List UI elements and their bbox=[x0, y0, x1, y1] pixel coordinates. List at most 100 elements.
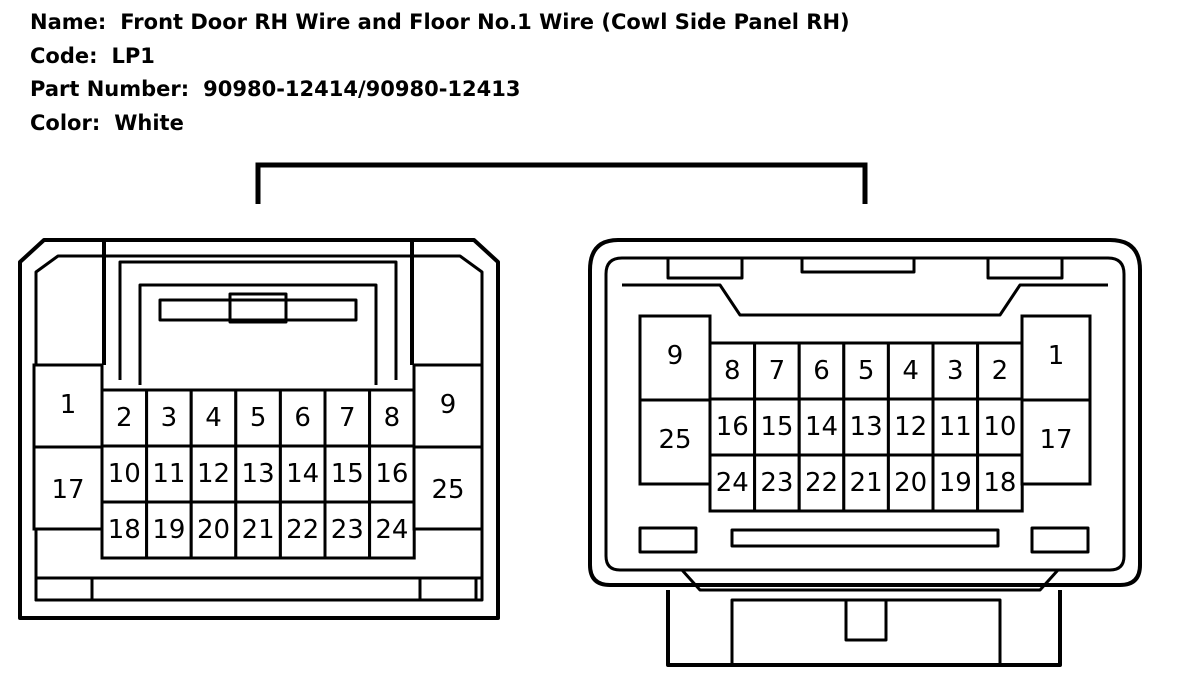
right-pin-label-1: 1 bbox=[1048, 341, 1065, 371]
right-pin-cell-25 bbox=[638, 398, 712, 486]
left-connector-housing bbox=[18, 238, 500, 620]
left-pin-label-3: 3 bbox=[161, 403, 178, 433]
right-slot-right bbox=[986, 256, 1064, 280]
left-pin-label-18: 18 bbox=[108, 515, 141, 545]
right-pin-label-13: 13 bbox=[850, 412, 883, 442]
left-foot-right bbox=[418, 576, 478, 602]
left-pin-label-5: 5 bbox=[250, 403, 267, 433]
right-pin-label-25: 25 bbox=[658, 425, 691, 455]
right-corner-left bbox=[638, 526, 698, 554]
right-release-inner bbox=[730, 598, 1002, 665]
right-pin-label-18: 18 bbox=[983, 468, 1016, 498]
mating-bracket bbox=[255, 162, 868, 204]
left-pin-label-16: 16 bbox=[375, 459, 408, 489]
right-pin-label-4: 4 bbox=[902, 356, 919, 386]
right-pin-cell-20 bbox=[886, 453, 935, 513]
right-pin-label-9: 9 bbox=[667, 341, 684, 371]
right-pin-cell-17 bbox=[1020, 398, 1092, 486]
left-pin-cell-25 bbox=[412, 445, 484, 531]
right-slot-left bbox=[666, 256, 744, 280]
left-pin-cell-17 bbox=[32, 445, 104, 531]
right-pin-cell-21 bbox=[842, 453, 890, 513]
right-pin-cell-18 bbox=[976, 453, 1024, 513]
right-pin-label-7: 7 bbox=[769, 356, 786, 386]
right-pin-label-5: 5 bbox=[858, 356, 875, 386]
right-pin-label-11: 11 bbox=[939, 412, 972, 442]
right-pin-cell-8 bbox=[708, 341, 757, 401]
right-pin-cell-1 bbox=[1020, 314, 1092, 402]
right-corner-right bbox=[1030, 526, 1090, 554]
left-pin-label-4: 4 bbox=[205, 403, 222, 433]
left-pin-cell-24 bbox=[368, 500, 416, 560]
right-pin-label-10: 10 bbox=[983, 412, 1016, 442]
right-housing-inner bbox=[604, 256, 1126, 572]
right-pin-label-15: 15 bbox=[760, 412, 793, 442]
right-bottom-rail bbox=[730, 528, 1000, 548]
right-pin-label-22: 22 bbox=[805, 468, 838, 498]
right-connector-housing bbox=[588, 238, 1142, 667]
color-value: White bbox=[114, 111, 184, 135]
right-pin-label-24: 24 bbox=[716, 468, 749, 498]
right-pin-cell-3 bbox=[931, 341, 980, 401]
left-pin-label-2: 2 bbox=[116, 403, 133, 433]
left-pin-label-1: 1 bbox=[60, 390, 77, 420]
connector-code-row: Code: LP1 bbox=[30, 46, 155, 67]
left-pin-cell-7 bbox=[323, 388, 372, 448]
left-lock-bump bbox=[228, 292, 288, 324]
right-pin-cell-9 bbox=[638, 314, 712, 402]
part-number-value: 90980-12414/90980-12413 bbox=[203, 77, 521, 101]
left-latch-inner bbox=[118, 260, 398, 380]
left-pin-cell-1 bbox=[32, 363, 104, 449]
right-pin-cell-23 bbox=[753, 453, 801, 513]
right-pin-label-8: 8 bbox=[724, 356, 741, 386]
left-lock-tab bbox=[158, 298, 358, 322]
left-housing-outline bbox=[18, 238, 500, 620]
connector-name-row: Name: Front Door RH Wire and Floor No.1 W… bbox=[30, 12, 850, 33]
left-pin-cell-9 bbox=[412, 363, 484, 449]
left-latch-outer bbox=[102, 238, 414, 365]
left-latch-ridge bbox=[138, 283, 378, 385]
left-pin-label-20: 20 bbox=[197, 515, 230, 545]
left-pin-label-22: 22 bbox=[286, 515, 319, 545]
left-pin-cell-21 bbox=[234, 500, 282, 560]
right-pin-label-14: 14 bbox=[805, 412, 838, 442]
left-pin-label-11: 11 bbox=[152, 459, 185, 489]
right-pin-label-23: 23 bbox=[760, 468, 793, 498]
color-label: Color: bbox=[30, 111, 101, 135]
right-pin-label-19: 19 bbox=[939, 468, 972, 498]
right-top-notch bbox=[800, 258, 916, 274]
right-pin-label-12: 12 bbox=[894, 412, 927, 442]
left-pin-label-8: 8 bbox=[384, 403, 401, 433]
color-row: Color: White bbox=[30, 113, 184, 134]
left-pin-label-10: 10 bbox=[108, 459, 141, 489]
right-pin-label-2: 2 bbox=[992, 356, 1009, 386]
left-pin-label-7: 7 bbox=[339, 403, 356, 433]
left-pin-label-14: 14 bbox=[286, 459, 319, 489]
left-pin-label-21: 21 bbox=[242, 515, 275, 545]
code-value: LP1 bbox=[111, 44, 155, 68]
right-release-button bbox=[844, 598, 888, 642]
left-pin-label-19: 19 bbox=[152, 515, 185, 545]
code-label: Code: bbox=[30, 44, 98, 68]
left-pin-label-12: 12 bbox=[197, 459, 230, 489]
right-pin-label-6: 6 bbox=[813, 356, 830, 386]
name-label: Name: bbox=[30, 10, 107, 34]
right-pin-label-3: 3 bbox=[947, 356, 964, 386]
right-housing-outline bbox=[588, 238, 1142, 587]
left-pin-cell-23 bbox=[323, 500, 372, 560]
left-pin-label-23: 23 bbox=[331, 515, 364, 545]
left-pin-label-24: 24 bbox=[375, 515, 408, 545]
right-pin-label-17: 17 bbox=[1039, 425, 1072, 455]
left-pin-label-15: 15 bbox=[331, 459, 364, 489]
right-pin-label-21: 21 bbox=[850, 468, 883, 498]
right-release-lever bbox=[680, 568, 1060, 592]
part-number-row: Part Number:90980-12414/90980-12413 bbox=[30, 79, 520, 100]
name-value: Front Door RH Wire and Floor No.1 Wire (… bbox=[120, 10, 850, 34]
left-pin-label-6: 6 bbox=[294, 403, 311, 433]
right-release-arm bbox=[666, 590, 1062, 667]
right-key-ridge bbox=[622, 283, 1108, 317]
left-pin-label-25: 25 bbox=[431, 475, 464, 505]
